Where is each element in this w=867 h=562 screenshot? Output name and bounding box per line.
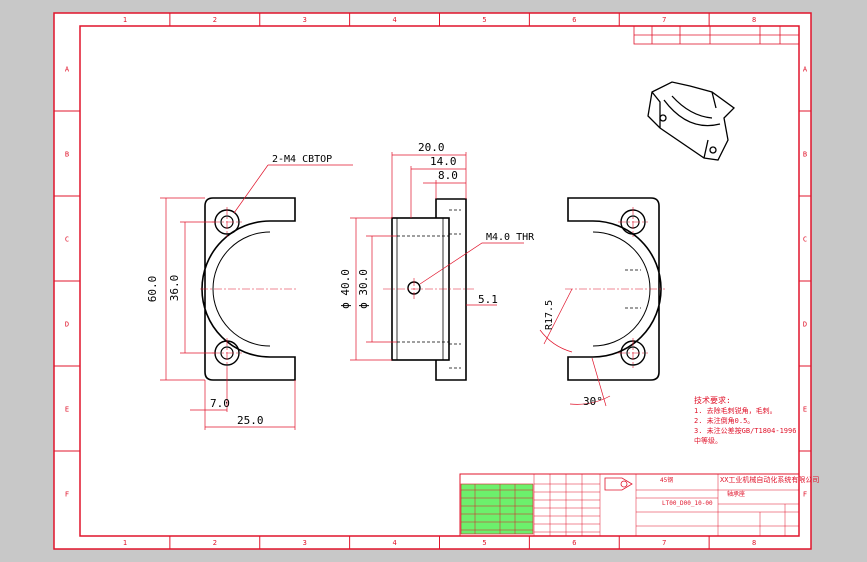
zone-column-label: 7	[662, 16, 666, 24]
notes-line-2: 2. 未注倒角0.5。	[694, 416, 754, 425]
front-dimension-lines	[160, 164, 353, 430]
projection-symbol-icon	[604, 477, 633, 491]
zone-column-label: 6	[572, 539, 576, 547]
zone-column-label: 8	[752, 539, 756, 547]
zone-column-label: 7	[662, 539, 666, 547]
notes-title: 技术要求:	[694, 395, 731, 405]
zone-row-label: C	[803, 236, 807, 244]
material: 45钢	[660, 476, 673, 484]
zone-row-label: B	[803, 151, 807, 159]
rear-centerlines	[565, 207, 665, 368]
parts-list	[460, 483, 534, 535]
dim-width: 25.0	[237, 414, 264, 427]
rear-view: R17.5 30°	[539, 197, 665, 408]
notes-line-3: 3. 未注公差按GB/T1804-1996	[694, 426, 796, 435]
notes-line-4: 中等级。	[694, 436, 722, 445]
drawing-number: LT00_D00_10-00	[662, 500, 713, 507]
dim-angle: 30°	[583, 395, 603, 408]
side-view: 20.0 14.0 8.0 ϕ 40.0 ϕ 30.0 M4.0 THR 5.1	[339, 141, 535, 381]
technical-notes: 技术要求: 1. 去除毛刺锐角，毛刺。 2. 未注倒角0.5。 3. 未注公差按…	[694, 395, 796, 445]
dim-top-14: 14.0	[430, 155, 457, 168]
zone-column-label: 3	[303, 16, 307, 24]
front-view-outline	[201, 197, 296, 381]
title-block-grid	[461, 474, 799, 536]
zone-row-label: E	[803, 406, 807, 414]
zone-column-label: 1	[123, 16, 127, 24]
front-centerlines	[200, 207, 298, 368]
rear-dimension-lines	[539, 288, 611, 407]
zone-row-label: C	[65, 236, 69, 244]
zone-column-label: 3	[303, 539, 307, 547]
zone-column-label: 5	[482, 16, 486, 24]
zone-row-label: D	[65, 321, 69, 329]
zone-column-label: 5	[482, 539, 486, 547]
zone-column-label: 4	[392, 16, 396, 24]
zone-row-label: D	[803, 321, 807, 329]
zone-row-label: B	[65, 151, 69, 159]
zone-column-label: 1	[123, 539, 127, 547]
dim-height-inner: 36.0	[168, 275, 181, 302]
zone-column-label: 4	[392, 539, 396, 547]
front-view: 60.0 36.0 7.0 25.0 2-M4 CBTOP	[146, 154, 353, 430]
side-hidden-lines	[397, 209, 461, 369]
front-callout: 2-M4 CBTOP	[272, 154, 332, 165]
zone-row-label: F	[803, 491, 807, 499]
zone-row-label: E	[65, 406, 69, 414]
side-centerlines	[383, 278, 474, 299]
notes-line-1: 1. 去除毛刺锐角，毛刺。	[694, 406, 777, 415]
company-name: XX工业机械自动化系统有限公司	[720, 475, 819, 484]
dim-offset: 5.1	[478, 293, 498, 306]
zone-row-label: A	[803, 66, 808, 74]
dim-height-outer: 60.0	[146, 276, 159, 303]
zone-column-label: 8	[752, 16, 756, 24]
zone-column-label: 2	[213, 539, 217, 547]
dim-radius: R17.5	[544, 300, 555, 330]
isometric-view	[647, 81, 735, 161]
side-dimension-lines	[350, 152, 524, 361]
rear-view-outline	[567, 197, 662, 381]
zone-row-label: A	[65, 66, 70, 74]
zone-column-label: 6	[572, 16, 576, 24]
dim-dia-40: ϕ 40.0	[339, 269, 352, 309]
side-flange	[435, 198, 467, 381]
sheet-outer-border	[53, 12, 812, 550]
dim-top-8: 8.0	[438, 169, 458, 182]
zone-column-label: 2	[213, 16, 217, 24]
front-view-inner-arc	[212, 231, 271, 347]
dim-top-20: 20.0	[418, 141, 445, 154]
side-callout: M4.0 THR	[486, 232, 535, 243]
rear-hidden-lines	[625, 269, 641, 309]
part-name: 轴承座	[727, 490, 745, 498]
revision-block	[633, 25, 800, 45]
dim-hole-offset: 7.0	[210, 397, 230, 410]
dim-dia-30: ϕ 30.0	[357, 269, 370, 309]
zone-row-label: F	[65, 491, 69, 499]
title-block: XX工业机械自动化系统有限公司 轴承座 LT00_D00_10-00 45钢	[459, 473, 819, 537]
projection-circle-icon	[620, 480, 628, 488]
